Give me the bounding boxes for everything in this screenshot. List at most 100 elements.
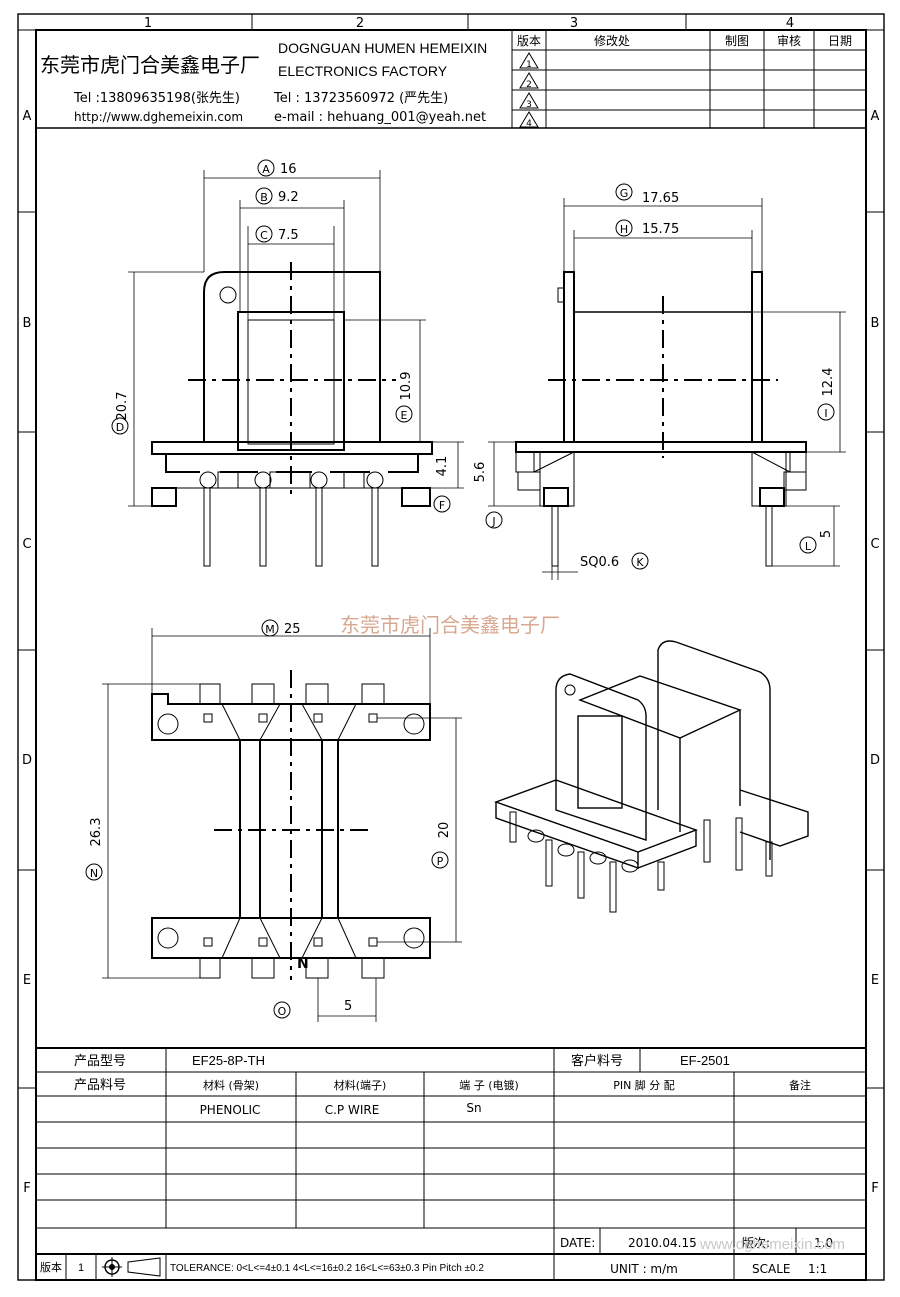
material-terminal-label: 材料(端子) — [334, 1078, 387, 1092]
dim-m-value: 25 — [284, 622, 301, 637]
rev-header-checked: 审核 — [777, 33, 801, 48]
dim-label-f: F — [439, 499, 445, 512]
company-website: http://www.dghemeixin.com — [74, 110, 243, 124]
dim-label-k: K — [636, 556, 644, 569]
terminal-plating-label: 端 子 (电镀) — [459, 1078, 519, 1092]
customer-part-label: 客户料号 — [571, 1053, 623, 1069]
contact-email: e-mail : hehuang_001@yeah.net — [274, 110, 486, 125]
rev-header-date: 日期 — [828, 34, 852, 48]
dim-label-o: O — [278, 1005, 287, 1018]
grid-row-b: B — [23, 316, 32, 331]
scale-value: 1:1 — [808, 1262, 827, 1276]
dim-o-value: 5 — [344, 999, 352, 1014]
grid-row-b-right: B — [871, 316, 880, 331]
grid-row-a: A — [23, 109, 32, 124]
dim-h-value: 15.75 — [642, 222, 679, 237]
revision-marks: 1 2 3 4 — [519, 52, 539, 129]
company-name-en-line1: DOGNGUAN HUMEN HEMEIXIN — [278, 40, 487, 56]
grid-row-a-right: A — [871, 109, 880, 124]
grid-row-e-right: E — [871, 973, 879, 988]
grid-row-labels-right: A B C D E F — [870, 109, 880, 1196]
product-model-label: 产品型号 — [74, 1054, 126, 1069]
bottom-view-dimensions: M 25 N 26.3 P 20 5 O — [85, 619, 462, 1022]
company-name-en-line2: ELECTRONICS FACTORY — [278, 63, 448, 79]
material-bobbin-label: 材料 (骨架) — [203, 1078, 259, 1092]
company-name-cn: 东莞市虎门合美鑫电子厂 — [40, 53, 260, 77]
dim-b-value: 9.2 — [278, 190, 299, 205]
product-part-label: 产品料号 — [74, 1078, 126, 1093]
grid-row-c-right: C — [870, 537, 879, 552]
date-value: 2010.04.15 — [628, 1236, 697, 1250]
dim-g-value: 17.65 — [642, 191, 679, 206]
dim-l-value: 5 — [819, 530, 834, 538]
material-terminal-value: C.P WIRE — [325, 1103, 380, 1117]
projection-symbol-icon — [102, 1257, 161, 1277]
grid-row-e: E — [23, 973, 31, 988]
dim-j-value: 5.6 — [473, 462, 488, 483]
grid-col-3: 3 — [570, 16, 578, 31]
contact-tel-1: Tel :13809635198(张先生) — [73, 91, 240, 106]
terminal-plating-value: Sn — [466, 1101, 481, 1115]
remark-label: 备注 — [789, 1078, 811, 1092]
dim-label-e: E — [401, 409, 408, 422]
dim-c-value: 7.5 — [278, 228, 299, 243]
grid-row-d: D — [22, 753, 32, 768]
tolerance-note: TOLERANCE: 0<L<=4±0.1 4<L<=16±0.2 16<L<=… — [170, 1263, 484, 1274]
grid-row-labels-left: A B C D E F — [22, 109, 32, 1196]
contact-tel-2: Tel : 13723560972 (严先生) — [273, 91, 448, 106]
dim-label-p: P — [437, 855, 444, 868]
dim-label-c: C — [260, 229, 268, 242]
scale-label: SCALE — [752, 1262, 790, 1276]
rev-header-version: 版本 — [517, 34, 541, 48]
dim-k-value: SQ0.6 — [580, 555, 619, 570]
rev-mark-2: 2 — [526, 80, 532, 90]
rev-value: 1 — [78, 1262, 84, 1274]
rev-mark-3: 3 — [526, 100, 532, 110]
frame — [17, 13, 885, 1281]
rev-header-change: 修改处 — [594, 33, 630, 48]
dim-label-g: G — [620, 187, 629, 200]
dim-n-value: 26.3 — [89, 818, 104, 847]
pin-one-marker: N — [297, 956, 309, 972]
rev-label: 版本 — [40, 1260, 62, 1274]
dim-i-value: 12.4 — [821, 368, 836, 397]
dim-e-value: 10.9 — [399, 372, 414, 401]
unit-label: UNIT : m/m — [610, 1262, 678, 1276]
grid-col-4: 4 — [786, 16, 794, 31]
dim-label-a: A — [262, 163, 270, 176]
side-view — [515, 271, 807, 567]
version-label: 版次: — [742, 1236, 770, 1250]
dim-label-d: D — [116, 421, 124, 434]
watermark-company: 东莞市虎门合美鑫电子厂 — [340, 613, 560, 637]
date-label: DATE: — [560, 1236, 595, 1250]
watermark-website: www.dghemeixin.com — [699, 1236, 845, 1253]
side-view-dimensions: G 17.65 H 15.75 I 12.4 J 5.6 SQ0.6 K — [473, 183, 846, 580]
grid-column-labels: 1 2 3 4 — [144, 16, 794, 31]
dim-label-i: I — [824, 407, 827, 420]
rev-mark-1: 1 — [526, 60, 532, 70]
customer-part-value: EF-2501 — [680, 1053, 730, 1068]
company-header: 东莞市虎门合美鑫电子厂 DOGNGUAN HUMEN HEMEIXIN ELEC… — [36, 40, 866, 129]
front-view-dimensions: A 16 B 9.2 C 7.5 D 20.7 E 10.9 F 4.1 — [111, 159, 464, 513]
dim-d-value: 20.7 — [115, 392, 130, 421]
dim-label-l: L — [805, 540, 812, 553]
dim-label-m: M — [265, 623, 275, 636]
dim-f-value: 4.1 — [435, 456, 450, 477]
dim-label-j: J — [491, 515, 495, 528]
product-model-value: EF25-8P-TH — [192, 1053, 265, 1068]
dim-a-value: 16 — [280, 162, 297, 177]
rev-header-drawn: 制图 — [725, 34, 749, 48]
grid-row-f: F — [23, 1181, 30, 1196]
dim-label-n: N — [90, 867, 98, 880]
material-bobbin-value: PHENOLIC — [200, 1103, 261, 1117]
dim-label-b: B — [260, 191, 268, 204]
grid-col-2: 2 — [356, 16, 364, 31]
grid-row-d-right: D — [870, 753, 880, 768]
pin-assign-label: PIN 脚 分 配 — [613, 1078, 675, 1092]
grid-row-f-right: F — [871, 1181, 878, 1196]
version-value: 1.0 — [814, 1236, 833, 1250]
title-block: 产品型号 EF25-8P-TH 客户料号 EF-2501 产品料号 材料 (骨架… — [36, 1047, 866, 1280]
revision-table: 版本 修改处 制图 审核 日期 1 2 3 4 — [511, 30, 866, 129]
